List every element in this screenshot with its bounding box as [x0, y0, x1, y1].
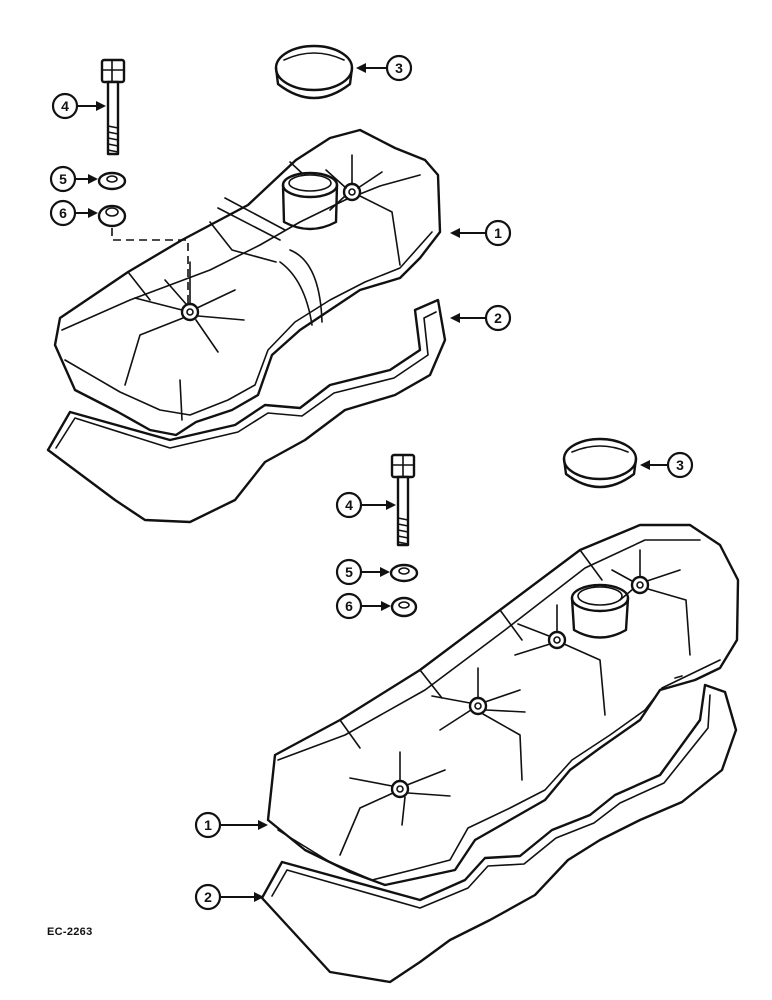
svg-text:2: 2 [204, 889, 212, 905]
callout-upper-bolt: 4 [51, 92, 106, 120]
callout-upper-cover: 1 [450, 219, 512, 247]
lower-washer [389, 563, 419, 583]
callout-upper-cap: 3 [356, 54, 413, 82]
callout-lower-washer: 5 [335, 558, 390, 586]
lower-stud-4 [611, 549, 691, 656]
lower-stud-1 [339, 751, 451, 856]
callout-lower-cover: 1 [194, 811, 268, 839]
lower-valve-cover [266, 523, 740, 887]
callout-lower-cap: 3 [640, 451, 694, 479]
lower-gasket [260, 683, 738, 984]
upper-mounting-line [111, 228, 189, 304]
lower-grommet [390, 596, 418, 618]
callout-lower-grommet: 6 [335, 592, 391, 620]
callout-lower-bolt: 4 [335, 491, 396, 519]
lower-stud-3 [514, 604, 606, 716]
lower-filler-cap [562, 437, 638, 489]
figure-reference-code: EC-2263 [47, 926, 93, 938]
svg-text:1: 1 [494, 225, 502, 241]
svg-text:4: 4 [61, 98, 69, 114]
callout-upper-washer: 5 [49, 165, 98, 193]
svg-text:5: 5 [59, 171, 67, 187]
lower-stud-2 [431, 667, 526, 781]
svg-text:5: 5 [345, 564, 353, 580]
upper-washer [97, 171, 127, 191]
svg-text:4: 4 [345, 497, 353, 513]
upper-valve-cover [53, 128, 442, 437]
svg-text:6: 6 [345, 598, 353, 614]
lower-bolt [390, 453, 416, 547]
callout-upper-gasket: 2 [450, 304, 512, 332]
upper-grommet [97, 204, 127, 228]
upper-bolt [100, 58, 126, 156]
lower-assembly [260, 437, 740, 984]
callout-lower-gasket: 2 [194, 883, 264, 911]
svg-text:3: 3 [395, 60, 403, 76]
svg-text:3: 3 [676, 457, 684, 473]
svg-text:1: 1 [204, 817, 212, 833]
upper-gasket [46, 298, 447, 524]
svg-text:2: 2 [494, 310, 502, 326]
svg-text:6: 6 [59, 205, 67, 221]
upper-filler-cap [274, 44, 354, 100]
upper-assembly [46, 44, 447, 524]
callout-upper-grommet: 6 [49, 199, 98, 227]
